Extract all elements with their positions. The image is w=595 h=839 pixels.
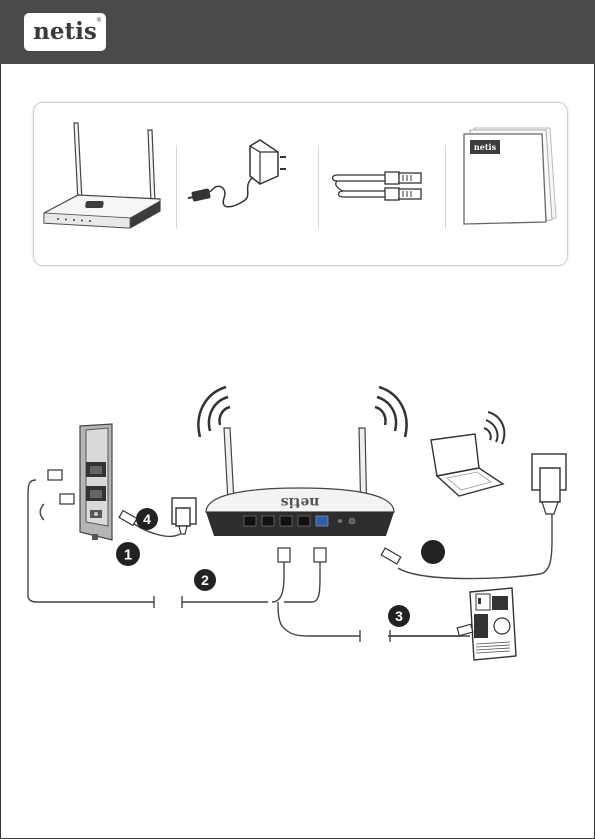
- step-badge-2: 2: [193, 568, 217, 592]
- step-badge-blank: [420, 539, 446, 565]
- step-number: 1: [124, 547, 132, 564]
- step-badge-4: 4: [135, 507, 159, 531]
- step-badge-1: 1: [115, 541, 141, 567]
- step-number: 3: [395, 608, 403, 624]
- step-number: 2: [201, 572, 209, 588]
- step-number: 4: [143, 511, 151, 527]
- step-badge-3: 3: [387, 604, 411, 628]
